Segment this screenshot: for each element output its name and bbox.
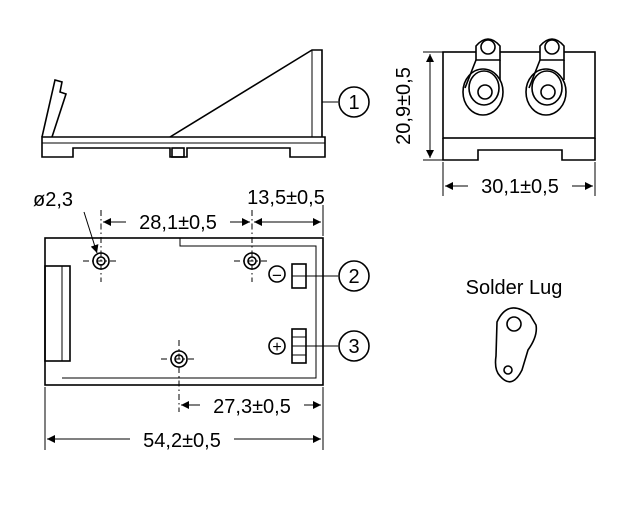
width-label: 30,1±0,5 xyxy=(481,176,559,198)
solder-lug-large-hole xyxy=(506,316,522,332)
top-view: − 2 + 3 ø2,3 28,1±0,5 13,5±0,5 xyxy=(33,187,370,452)
side-view: 1 xyxy=(41,49,370,158)
callout-3-circle xyxy=(338,330,370,362)
end-view: 20,9±0,5 30,1±0,5 xyxy=(393,38,596,198)
top-view-inner-recess xyxy=(62,238,317,379)
side-view-base xyxy=(41,136,326,158)
hole-diameter-leader xyxy=(83,211,99,254)
side-view-spring-clip xyxy=(41,78,68,138)
callout-1-label: 1 xyxy=(348,92,359,114)
negative-symbol: − xyxy=(272,266,282,285)
top-view-spring-slot xyxy=(44,265,71,362)
end-view-body xyxy=(442,51,596,139)
end-view-base xyxy=(442,138,596,161)
callout-3-label: 3 xyxy=(348,336,359,358)
side-view-foot xyxy=(171,147,185,158)
solder-lug-title: Solder Lug xyxy=(466,277,563,299)
pad-offset-label-bg xyxy=(200,394,304,416)
positive-symbol: + xyxy=(272,339,281,356)
solder-lug-small-hole xyxy=(503,365,513,375)
mounting-hole-3 xyxy=(161,340,197,412)
mounting-hole-1 xyxy=(83,210,119,282)
callout-2-circle xyxy=(338,260,370,292)
positive-terminal: + xyxy=(268,328,338,364)
overall-length-label-bg xyxy=(130,428,234,450)
hole-diameter-label: ø2,3 xyxy=(33,189,73,211)
overall-length-label: 54,2±0,5 xyxy=(143,430,221,452)
mounting-hole-2 xyxy=(234,210,270,282)
negative-terminal: − xyxy=(268,263,338,289)
top-view-spring-slot-inner xyxy=(61,265,71,362)
top-view-outline xyxy=(44,237,324,386)
callout-1-circle xyxy=(338,86,370,118)
hole-spacing-label: 28,1±0,5 xyxy=(139,212,217,234)
callout-2-label: 2 xyxy=(348,266,359,288)
height-label: 20,9±0,5 xyxy=(393,67,415,145)
solder-lug-detail: Solder Lug xyxy=(466,277,563,383)
side-view-triangle-support xyxy=(169,49,323,138)
width-label-bg xyxy=(468,174,572,196)
pad-offset-label: 27,3±0,5 xyxy=(213,396,291,418)
solder-lug-outline xyxy=(494,307,538,383)
contact-offset-label: 13,5±0,5 xyxy=(247,187,325,209)
end-view-lug-right xyxy=(525,38,567,116)
negative-symbol-circle xyxy=(268,265,286,283)
end-view-lug-left xyxy=(462,38,504,116)
positive-symbol-circle xyxy=(268,337,286,355)
hole-spacing-label-bg xyxy=(126,210,230,232)
